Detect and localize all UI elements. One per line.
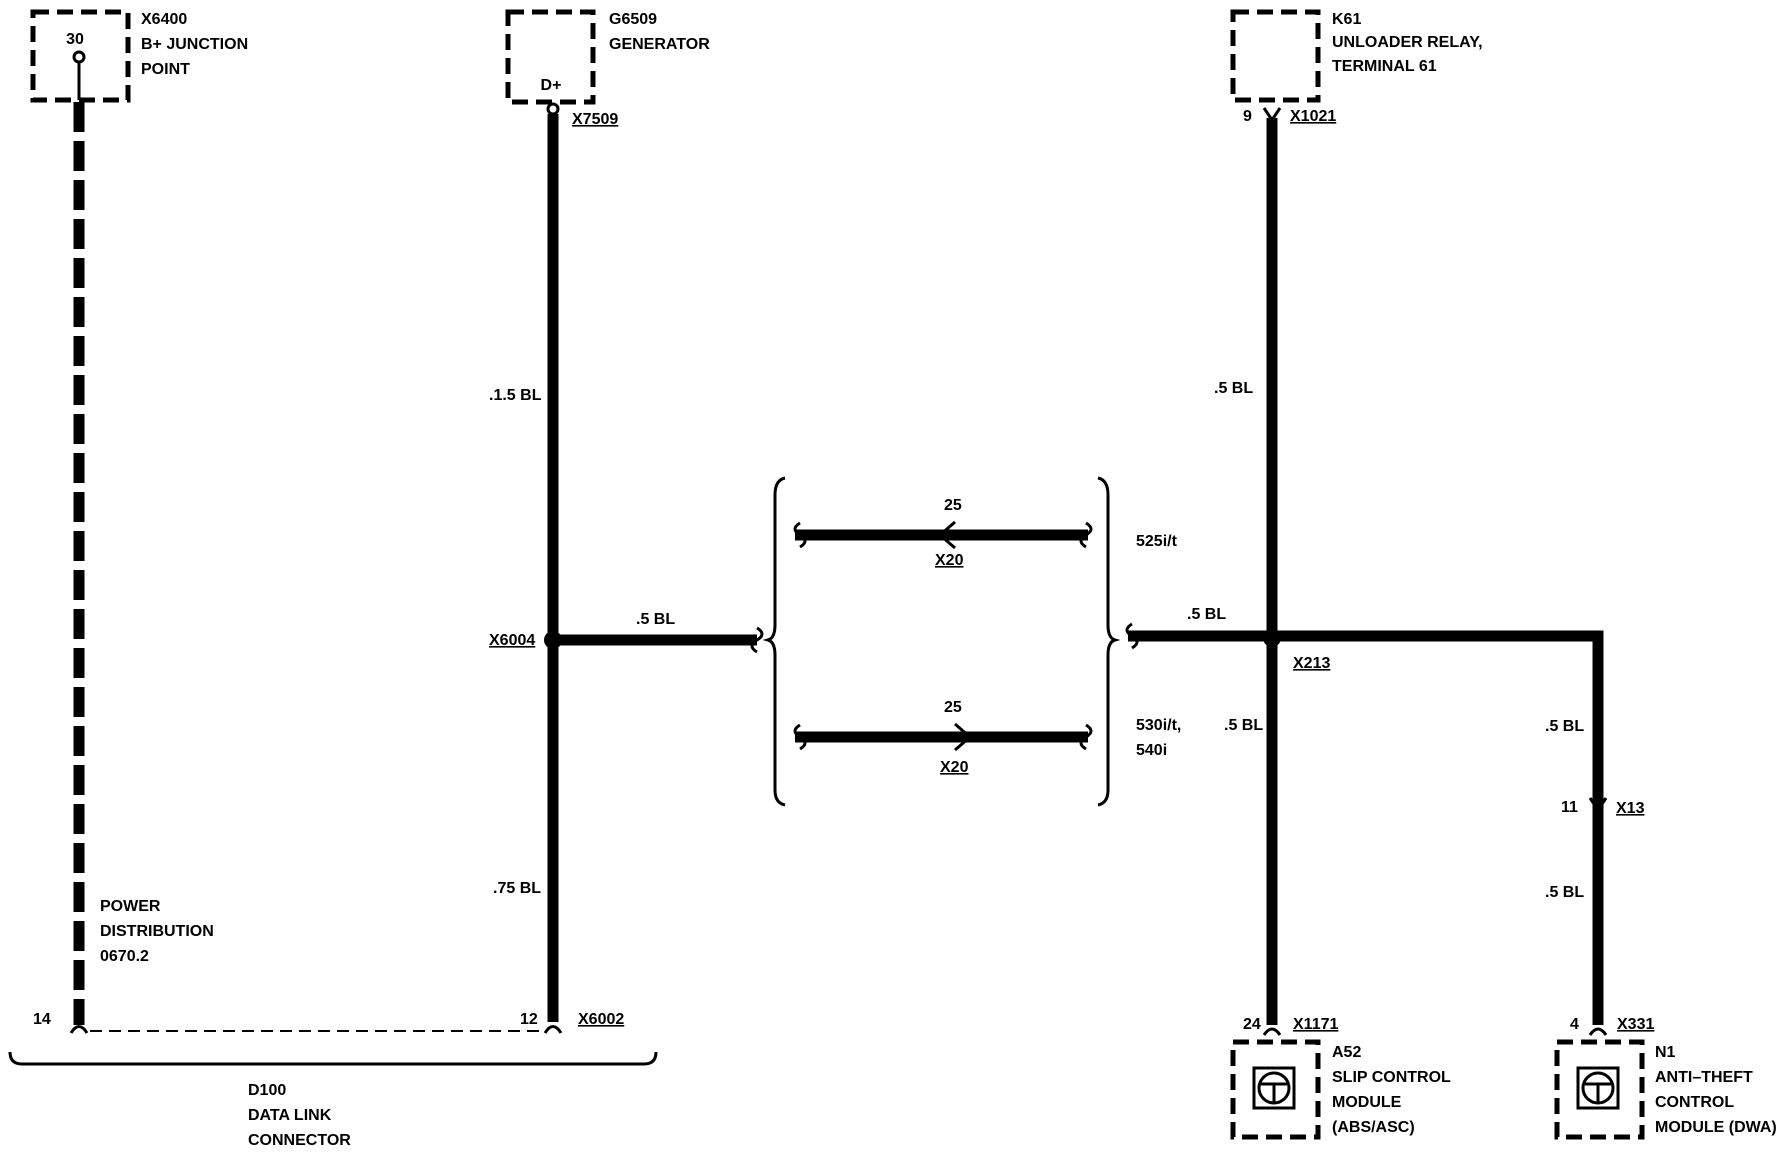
power-dist-line2: DISTRIBUTION [100,923,214,940]
a52-steering-spokes-icon [1261,1082,1287,1102]
a52-line1: SLIP CONTROL [1332,1069,1451,1086]
x213-down-wire-label: .5 BL [1224,717,1263,734]
a52-module-icon [1252,1066,1296,1110]
g6509-line1: GENERATOR [609,36,710,53]
n1-line3: MODULE (DWA) [1655,1119,1777,1136]
d100-pin-14: 14 [33,1011,51,1028]
x6400-line1: B+ JUNCTION [141,36,248,53]
n1-steering-wheel-icon [1581,1071,1615,1105]
x6400-line2: POINT [141,61,190,78]
left-variant-bracket [762,476,786,807]
d100-line1: DATA LINK [248,1107,332,1124]
x13-label: X13 [1616,800,1645,817]
x1021-pin: 9 [1243,108,1252,125]
n1-steering-spokes-icon [1585,1082,1611,1102]
x20-bottom-connector [954,722,973,752]
x6004-label: X6004 [489,632,535,649]
n1-box [1554,1039,1645,1140]
right-variant-bracket [1097,476,1121,807]
x20-bottom-left-break [793,723,807,751]
n1-module-icon [1576,1066,1620,1110]
d100-id: D100 [248,1082,286,1099]
n1-id: N1 [1655,1044,1676,1061]
x6004-out-wire-label: .5 BL [636,611,675,628]
x20-bottom-label: X20 [940,759,969,776]
n1-line1: ANTI–THEFT [1655,1069,1753,1086]
k61-box [1230,9,1321,103]
x6400-terminal [72,50,86,64]
power-dist-line3: 0670.2 [100,948,149,965]
gen-upper-wire-label: .1.5 BL [489,387,542,404]
a52-line3: (ABS/ASC) [1332,1119,1415,1136]
variant-bottom-line2: 540i [1136,742,1167,759]
power-dist-line1: POWER [100,898,161,915]
x6002-pin: 12 [520,1011,538,1028]
n1-lower-wire-label: .5 BL [1545,884,1584,901]
x213-label: X213 [1293,655,1330,672]
a52-steering-wheel-icon [1257,1071,1291,1105]
x213-n1-wire [1272,630,1604,1025]
k61-line2: TERMINAL 61 [1332,58,1437,75]
x1171-label: X1171 [1293,1016,1338,1033]
x6400-id: X6400 [141,11,187,28]
k61-id: K61 [1332,11,1361,28]
x331-pin: 4 [1570,1016,1579,1033]
d100-line2: CONNECTOR [248,1132,351,1149]
x6004-wire-break [750,626,764,654]
n1-upper-wire-label: .5 BL [1545,718,1584,735]
x20-top-label: X20 [935,552,964,569]
x6400-pin: 30 [66,31,84,48]
x7509-terminal [546,102,560,116]
gen-lower-wire-label: .75 BL [493,880,541,897]
x13-connector [1588,797,1608,813]
x213-in-wire-break [1125,622,1139,650]
a52-box [1230,1039,1321,1140]
x1171-socket [1262,1027,1282,1036]
x6002-label: X6002 [578,1011,624,1028]
x20-top-left-break [793,521,807,549]
g6509-id: G6509 [609,11,657,28]
a52-id: A52 [1332,1044,1361,1061]
k61-down-wire-label: .5 BL [1214,380,1253,397]
x20-top-right-break [1079,521,1093,549]
n1-line2: CONTROL [1655,1094,1734,1111]
x331-socket [1588,1027,1608,1036]
x20-bottom-pin: 25 [944,699,962,716]
x20-top-pin: 25 [944,497,962,514]
d100-pin-14-socket [69,1025,89,1034]
x20-bottom-right-break [1079,723,1093,751]
variant-top-label: 525i/t [1136,533,1178,550]
x6002-socket [543,1025,563,1034]
variant-bottom-line1: 530i/t, [1136,717,1181,734]
g6509-box [505,9,596,105]
d100-bracket [8,1051,658,1066]
x20-top-connector [937,520,956,550]
x7509-label: X7509 [572,111,618,128]
x1171-pin: 24 [1243,1016,1261,1033]
x331-label: X331 [1617,1016,1654,1033]
x213-in-wire-label: .5 BL [1187,606,1226,623]
g6509-pin: D+ [541,77,562,94]
x1021-label: X1021 [1290,108,1336,125]
k61-line1: UNLOADER RELAY, [1332,34,1483,51]
a52-line2: MODULE [1332,1094,1402,1111]
x13-pin: 11 [1561,799,1578,816]
